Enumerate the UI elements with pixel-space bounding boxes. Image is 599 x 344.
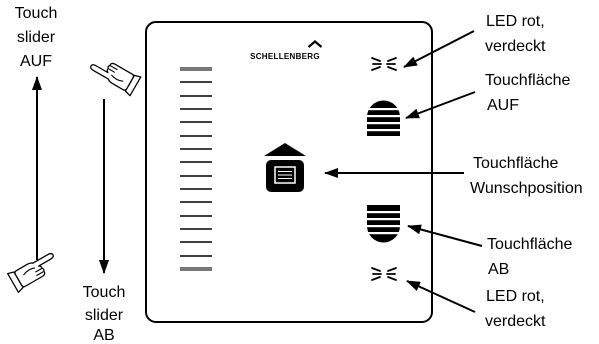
led-top-icon [371, 57, 397, 71]
led-top-label-line2: verdeckt [485, 38, 546, 55]
slider-up-label-line3: AUF [20, 53, 52, 70]
touch-up-label-line1: Touchfläche [485, 72, 570, 89]
top-pointing-hand-icon [87, 52, 142, 97]
position-button-icon [264, 143, 306, 192]
touch-down-label-line2: AB [488, 261, 509, 278]
slider-end-mark-top [180, 67, 212, 71]
touch-down-label-line1: Touchfläche [487, 236, 572, 253]
slider-up-label-line2: slider [17, 29, 56, 46]
touch-up-label-line2: AUF [487, 97, 519, 114]
touch-up-callout-arrow [405, 91, 476, 119]
led-bottom-label-line1: LED rot, [486, 288, 545, 305]
touch-slider [180, 67, 212, 271]
touch-down-callout-arrow [407, 224, 483, 247]
touch-up-icon [365, 100, 402, 136]
led-bottom-label-line2: verdeckt [485, 313, 546, 330]
slider-end-mark-bottom [180, 267, 212, 271]
led-bottom-icon [371, 267, 397, 281]
logo-roof-icon [307, 40, 323, 48]
brand-logo: SCHELLENBERG [250, 52, 320, 61]
led-top-label-line1: LED rot, [486, 13, 545, 30]
led-bottom-callout-arrow [406, 280, 476, 313]
touch-position-label-line1: Touchfläche [473, 155, 558, 172]
slider-down-label-line2: slider [85, 307, 124, 324]
bottom-pointing-hand-icon [7, 248, 62, 293]
slider-down-label-line3: AB [93, 327, 114, 344]
slider-up-label-line1: Touch [15, 5, 58, 22]
touch-position-label-line2: Wunschposition [470, 180, 583, 197]
slider-down-label-line1: Touch [83, 284, 126, 301]
led-top-callout-arrow [403, 30, 475, 68]
touch-down-icon [365, 205, 402, 243]
